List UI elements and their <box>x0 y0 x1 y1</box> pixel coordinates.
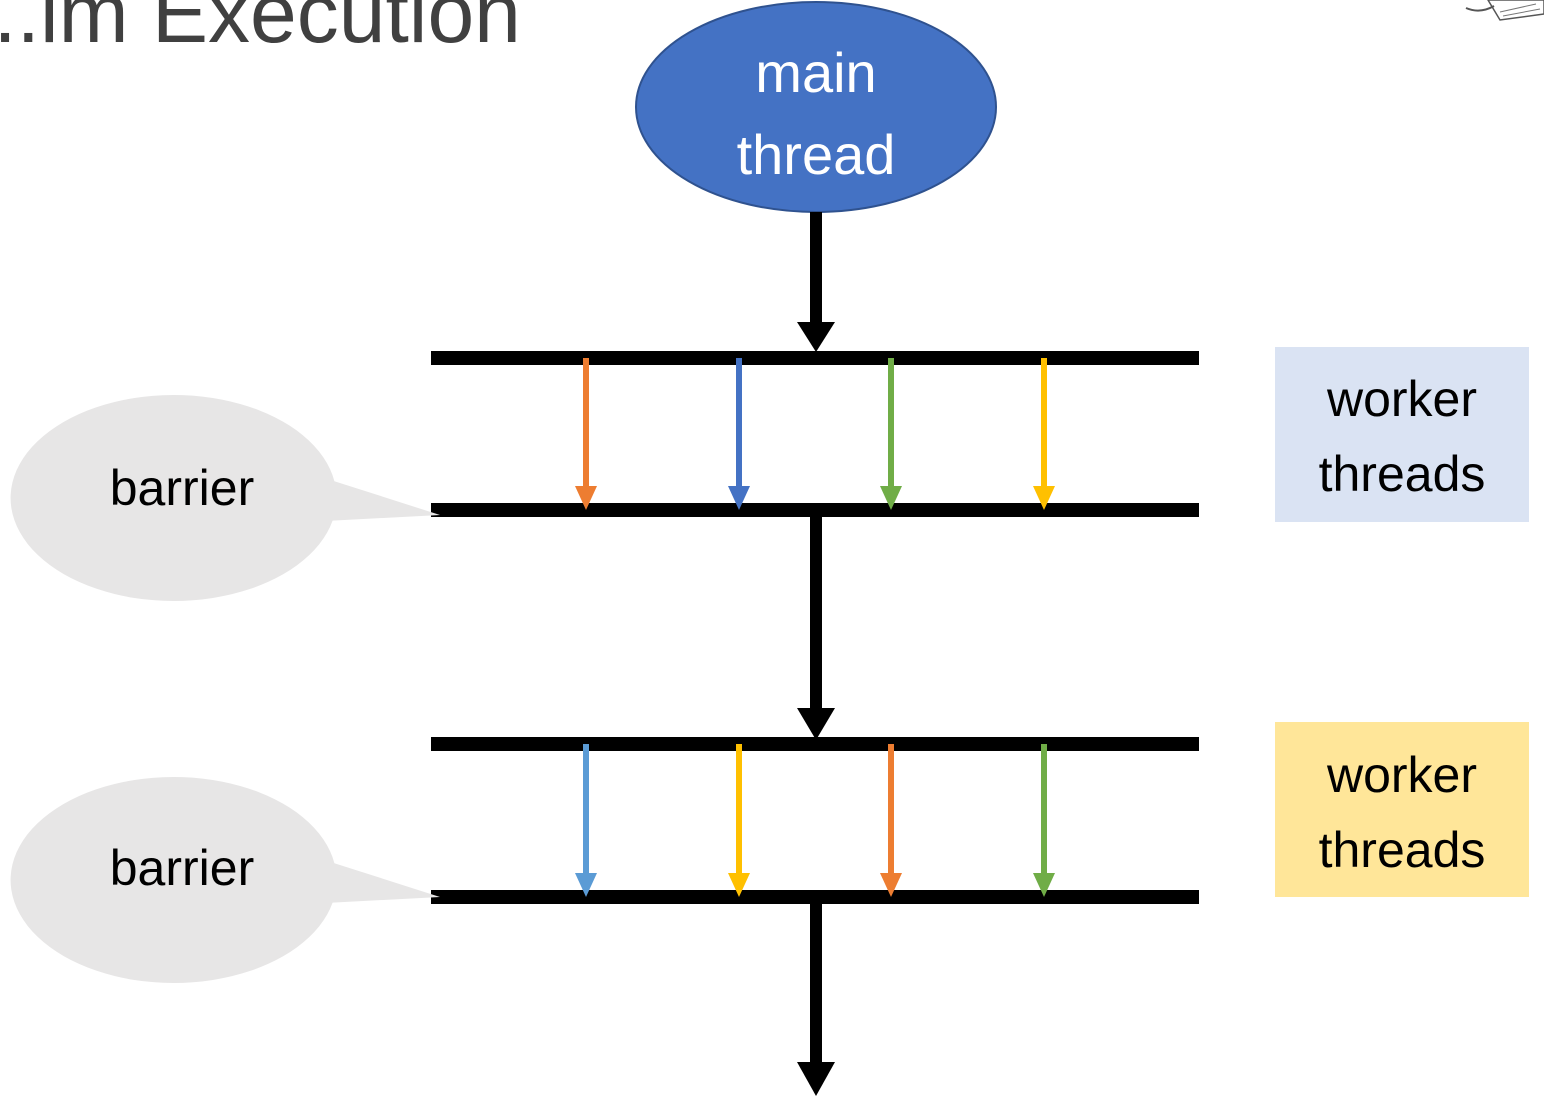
main-flow-arrowhead-1 <box>797 322 835 352</box>
worker-threads-line2: threads <box>1319 822 1486 878</box>
main-flow-arrowhead-3 <box>797 1062 835 1096</box>
fork-bar-2 <box>431 737 1199 751</box>
barrier-label: barrier <box>110 840 254 896</box>
worker-thread-arrowhead <box>575 486 597 510</box>
worker-thread-arrowhead <box>880 486 902 510</box>
join-bar-1 <box>431 503 1199 517</box>
worker-thread-arrowhead <box>575 873 597 897</box>
main-flow-arrowhead-2 <box>797 708 835 740</box>
barrier-callout-2: barrier <box>10 776 440 983</box>
worker-threads-line2: threads <box>1319 446 1486 502</box>
worker-thread-arrow-shaft <box>888 744 894 875</box>
worker-thread-arrow-shaft <box>888 358 894 488</box>
worker-threads-line1: worker <box>1326 747 1477 803</box>
main-thread-label-line1: main <box>755 41 876 104</box>
slide-title: ...im Execution <box>0 0 521 60</box>
main-flow-segment-2 <box>810 516 822 710</box>
worker-thread-arrow-shaft <box>736 358 742 488</box>
worker-thread-arrow-shaft <box>583 358 589 488</box>
worker-thread-arrow-shaft <box>1041 744 1047 875</box>
sync-bars <box>431 351 1199 904</box>
worker-threads-label-1: worker threads <box>1275 347 1529 522</box>
worker-thread-arrow-shaft <box>736 744 742 875</box>
worker-thread-arrow-shaft <box>1041 358 1047 488</box>
barrier-callout-1: barrier <box>10 394 441 601</box>
worker-thread-arrowhead <box>1033 486 1055 510</box>
worker-thread-arrow-shaft <box>583 744 589 875</box>
worker-threads-box <box>1275 722 1529 897</box>
clipart-icon <box>1465 0 1544 21</box>
barrier-label: barrier <box>110 460 254 516</box>
barrier-callout-bubble <box>10 776 440 983</box>
worker-threads-box <box>1275 347 1529 522</box>
worker-threads-line1: worker <box>1326 371 1477 427</box>
main-flow <box>797 212 835 1096</box>
main-flow-segment-3 <box>810 904 822 1064</box>
main-flow-segment-1 <box>810 212 822 324</box>
worker-thread-arrowhead <box>728 873 750 897</box>
main-thread-label-line2: thread <box>737 123 896 186</box>
worker-thread-arrowhead <box>880 873 902 897</box>
worker-arrows <box>575 358 1055 897</box>
worker-thread-arrowhead <box>728 486 750 510</box>
barrier-callout-bubble <box>10 394 441 601</box>
join-bar-2 <box>431 890 1199 904</box>
worker-thread-arrowhead <box>1033 873 1055 897</box>
fork-bar-1 <box>431 351 1199 365</box>
worker-threads-label-2: worker threads <box>1275 722 1529 897</box>
